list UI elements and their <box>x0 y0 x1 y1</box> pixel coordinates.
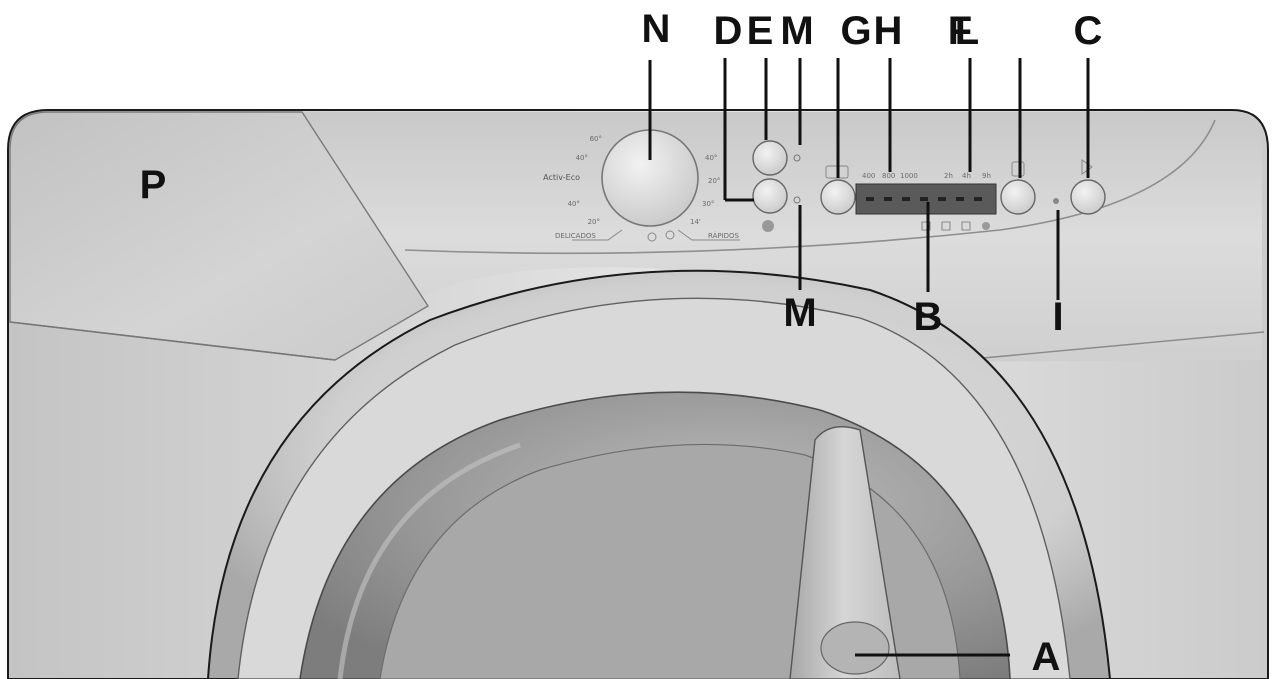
dial-icon <box>665 230 675 240</box>
speed-label: 1000 <box>900 172 918 180</box>
delay-label: 2h <box>944 172 953 180</box>
indicator-light <box>793 154 801 162</box>
drawer-bottom-edge <box>9 321 336 361</box>
callout-g: G <box>840 9 871 53</box>
speed-label: 800 <box>882 172 895 180</box>
dial-group-brackets <box>572 229 740 241</box>
option-button-d[interactable] <box>752 178 788 214</box>
delay-icon <box>1011 161 1025 177</box>
display-segments <box>866 197 982 201</box>
delay-label: 9h <box>982 172 991 180</box>
callout-n: N <box>642 7 671 51</box>
door-lock-indicator <box>1053 198 1059 204</box>
dial-label: 60° <box>590 135 602 143</box>
start-pause-button-c[interactable] <box>1070 179 1106 215</box>
callout-c: C <box>1074 9 1103 53</box>
dial-label: 20° <box>588 218 600 226</box>
dial-group-label: DELICADOS <box>555 232 596 240</box>
dial-label: 40° <box>568 200 580 208</box>
leader-lines <box>648 58 1090 657</box>
callout-i: I <box>1052 295 1063 339</box>
callout-a: A <box>1032 635 1061 679</box>
spin-button-g[interactable] <box>820 179 856 215</box>
dial-label: 14' <box>690 218 701 226</box>
callout-d: D <box>714 9 743 53</box>
delay-label: 4h <box>962 172 971 180</box>
speed-label: 400 <box>862 172 875 180</box>
callout-e-top: E <box>747 9 774 53</box>
glass-highlight <box>337 442 521 679</box>
callout-h: H <box>874 9 903 53</box>
callout-f: F <box>948 9 972 53</box>
option-button-e[interactable] <box>752 140 788 176</box>
dial-label: Activ-Eco <box>543 173 580 182</box>
callout-p: P <box>140 163 167 207</box>
dial-group-label: RÁPIDOS <box>708 231 740 240</box>
handle-grip[interactable] <box>820 621 890 675</box>
door-handle[interactable] <box>789 426 901 679</box>
callout-b: B <box>914 295 943 339</box>
callout-m-bottom: M <box>783 291 816 335</box>
dial-label: 40° <box>705 154 717 162</box>
dial-label: 20° <box>708 177 720 185</box>
indicator-light <box>793 196 801 204</box>
display-phase-icons <box>921 221 990 231</box>
dial-label: 30° <box>702 200 714 208</box>
delay-button-l[interactable] <box>1000 179 1036 215</box>
callout-l: L <box>955 9 979 53</box>
callout-m-top: M <box>780 9 813 53</box>
panel-right-edge <box>939 331 1265 363</box>
dial-icon <box>647 232 657 242</box>
dial-label: 40° <box>576 154 588 162</box>
option-icon <box>762 220 774 232</box>
detergent-drawer <box>9 111 429 361</box>
